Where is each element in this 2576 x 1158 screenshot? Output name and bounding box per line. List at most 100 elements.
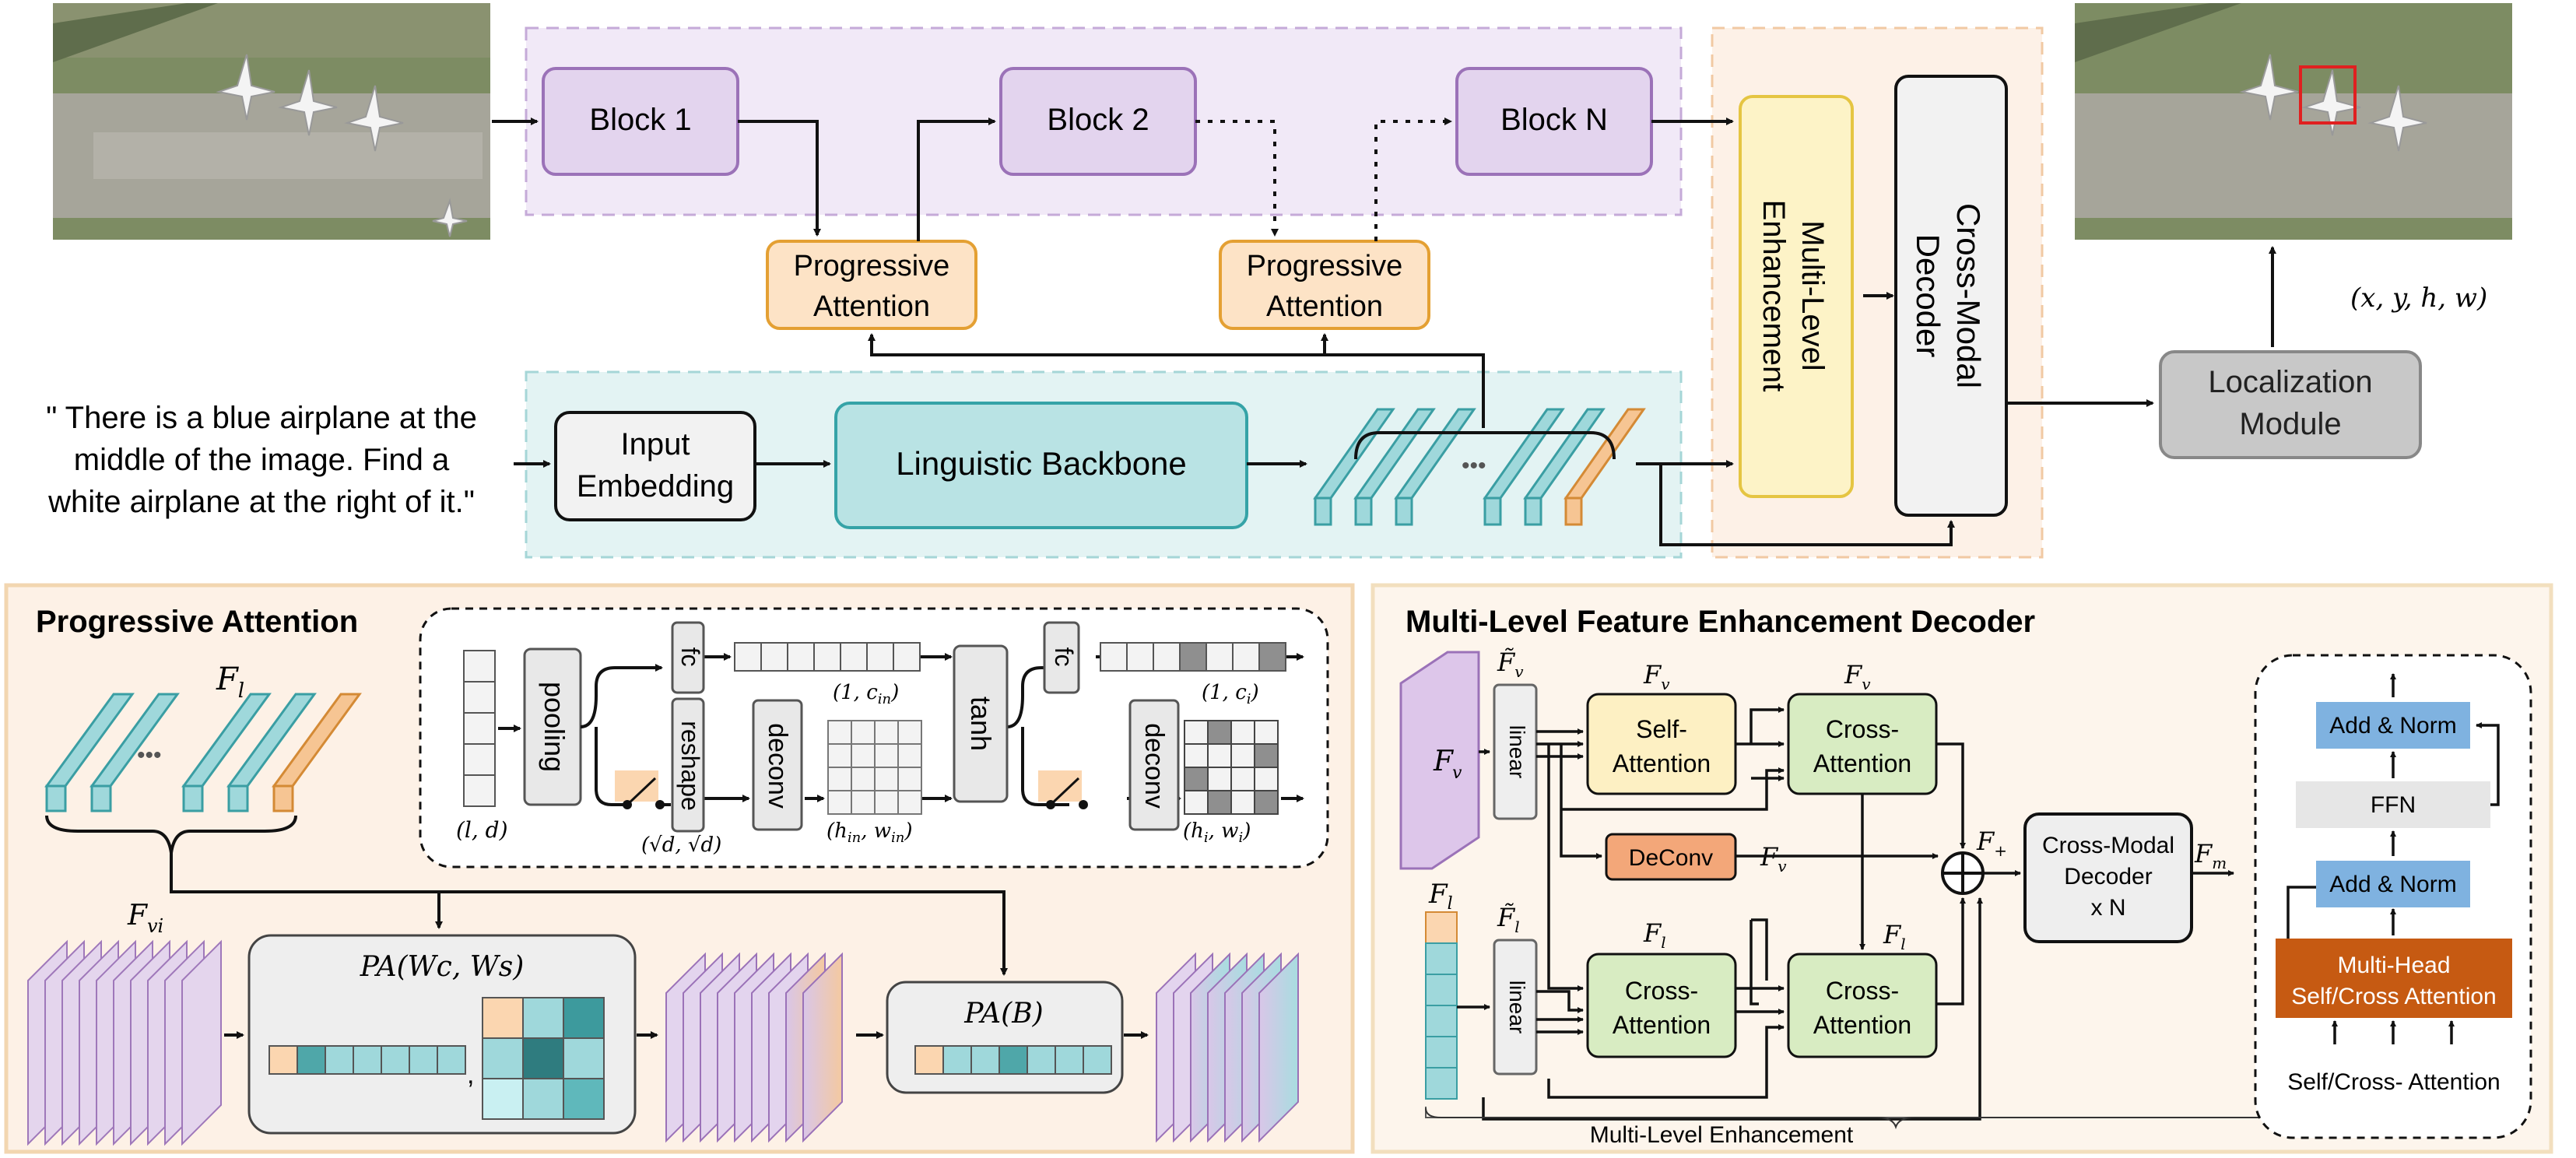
pa-flow-connectors [170,853,1149,1039]
mle-label: Multi-Level Enhancement [1590,1122,1854,1148]
sqrt-d-label: (√d, √d) [641,833,721,857]
fv-s-tilde-label: F̃v [1497,647,1524,681]
fv-feature-map: F v [1399,651,1480,870]
pa-wc-ws-box: PA(Wc, Ws) , [247,934,637,1135]
fc-box-2: fc [1043,621,1080,694]
linear-box-l: linear [1493,939,1538,1076]
svg-text:Module: Module [2239,407,2341,441]
multi-level-enhancement-box: Multi-Level Enhancement [1739,95,1854,498]
fl-vector [1425,911,1458,1100]
f-plus-label: F+ [1976,826,2007,860]
svg-text:Multi-Level: Multi-Level [1795,220,1830,370]
h-in-grid [827,720,922,815]
target-bounding-box [2299,65,2357,125]
fv-c-label: Fv [1844,660,1871,693]
c-in-label: (1, cin) [833,681,899,707]
block-2: Block 2 [999,67,1197,176]
svg-text:linear: linear [1505,981,1529,1033]
output-coords: (x, y, h, w) [2350,282,2487,314]
svg-text:deconv: deconv [1139,723,1169,809]
query-text: " There is a blue airplane at the middle… [46,401,477,519]
pa-token-features: ••• [44,693,362,812]
cross-attention-box-3: Cross- Attention [1787,953,1938,1058]
input-embedding-box: Input Embedding [554,411,756,521]
fm-label: Fm [2194,839,2227,872]
hw-in-label: (hin, win) [826,819,913,846]
svg-text:Decoder: Decoder [1910,234,1946,358]
c-i-vector [1100,642,1286,672]
svg-text:Attention: Attention [1813,749,1911,777]
svg-text:Cross-Modal: Cross-Modal [2042,833,2174,858]
svg-text:PA(B): PA(B) [963,998,1043,1030]
cross-attention-box-2: Cross- Attention [1586,953,1737,1058]
svg-text:•••: ••• [137,742,162,768]
deconv-box-mlfe: DeConv [1605,833,1737,881]
svg-text:Multi-Head: Multi-Head [2337,953,2450,978]
svg-text:Decoder: Decoder [2064,864,2152,890]
sum-node-icon [1941,851,1985,895]
svg-text:Embedding: Embedding [577,469,734,504]
svg-text:Add & Norm: Add & Norm [2329,872,2456,897]
fl-label: Fl [216,661,244,703]
c-in-vector [734,642,921,672]
cross-modal-decoder-xn: Cross-Modal Decoder x N [2023,812,2193,943]
reshape-box: reshape [671,697,705,833]
svg-text:v: v [1452,763,1462,783]
svg-text:white airplane at the right of: white airplane at the right of it." [47,485,475,519]
svg-text:Cross-Modal: Cross-Modal [1950,203,1987,388]
svg-text:reshape: reshape [676,721,704,811]
svg-text:Cross-: Cross- [1625,977,1698,1005]
svg-text:linear: linear [1505,725,1529,778]
ld-vector [463,650,496,807]
svg-text:middle of the image. Find a: middle of the image. Find a [74,443,450,477]
self-attention-box: Self- Attention [1586,693,1737,795]
progressive-attention-title: Progressive Attention [36,605,358,639]
fl-c1-label: Fl [1643,918,1666,952]
svg-text:•••: ••• [1462,453,1486,479]
svg-text:Progressive: Progressive [794,250,950,282]
svg-text:PA(Wc, Ws): PA(Wc, Ws) [360,951,525,983]
svg-text:" There is a blue airplane at: " There is a blue airplane at the [46,401,477,435]
add-norm-bottom: Add & Norm [2316,861,2470,907]
self-cross-caption: Self/Cross- Attention [2287,1069,2500,1095]
pa-b-box: PA(B) [886,981,1124,1094]
cross-attention-box-1: Cross- Attention [1787,693,1938,795]
svg-text:DeConv: DeConv [1629,845,1713,871]
mlfe-connectors [1457,707,2234,1121]
svg-text:Localization: Localization [2208,365,2372,399]
tanh-box: tanh [953,644,1009,803]
svg-text:Self/Cross Attention: Self/Cross Attention [2291,984,2496,1009]
svg-text:Input: Input [621,427,690,461]
input-aerial-image [53,3,490,240]
svg-text:Block 1: Block 1 [589,103,691,137]
svg-text:Progressive: Progressive [1247,250,1403,282]
svg-text:fc: fc [1050,647,1078,667]
fvi-label: Fvi [127,900,163,937]
svg-text:Self-: Self- [1636,715,1687,743]
linguistic-backbone-box: Linguistic Backbone [834,402,1248,529]
svg-text:Add & Norm: Add & Norm [2329,713,2456,739]
fl-label-right: Fl [1428,879,1453,914]
cross-modal-decoder-box: Cross-Modal Decoder [1894,75,2008,517]
output-aerial-image [2075,3,2512,240]
add-norm-top: Add & Norm [2316,702,2470,749]
svg-text:,: , [467,1060,474,1090]
svg-text:Linguistic Backbone: Linguistic Backbone [896,445,1187,482]
svg-text:Attention: Attention [813,290,930,323]
switch-icon-2 [1038,770,1088,809]
svg-text:Block N: Block N [1500,103,1608,137]
token-connectors [1354,431,1955,546]
feature-stack-input [27,939,222,1146]
svg-text:tanh: tanh [965,697,997,751]
hw-i-label: (hi, wi) [1183,819,1251,846]
svg-text:F: F [1433,746,1455,777]
feature-stack-output [1156,952,1299,1143]
pooling-box: pooling [523,647,582,806]
ffn-box: FFN [2296,781,2490,828]
svg-text:fc: fc [676,647,704,667]
mlfe-title: Multi-Level Feature Enhancement Decoder [1406,605,2035,639]
ld-label: (l, d) [456,817,508,843]
top-connectors [492,118,2276,428]
fl-tilde-label: F̃l [1497,903,1520,936]
